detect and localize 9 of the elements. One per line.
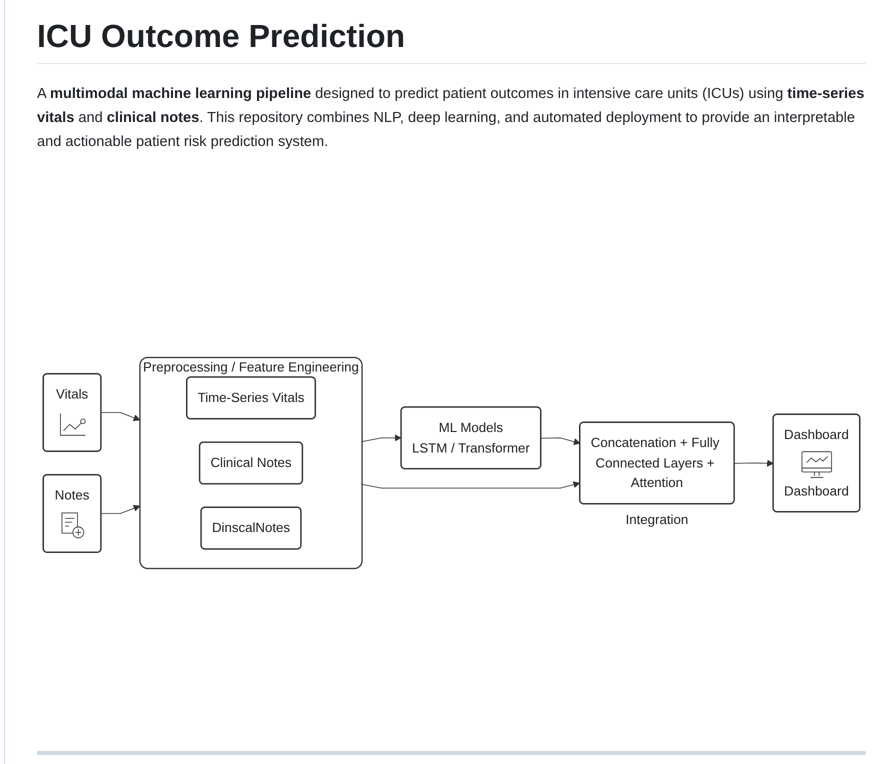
page-title: ICU Outcome Prediction <box>37 17 406 56</box>
arrow <box>100 412 140 422</box>
node-caption: Integration <box>626 512 688 528</box>
arrow <box>734 460 774 467</box>
arrow <box>362 481 580 489</box>
arrow <box>540 437 580 445</box>
arrow <box>362 434 402 442</box>
arrow <box>100 504 140 514</box>
description-paragraph: A multimodal machine learning pipeline designed to predict patient outcomes in intensive care units (ICUs) using time-series vitals and clinical notes. This repository combines NLP, deep learning, and automated deployment to provide an interpretable and actionable patient risk prediction system. <box>37 85 866 152</box>
